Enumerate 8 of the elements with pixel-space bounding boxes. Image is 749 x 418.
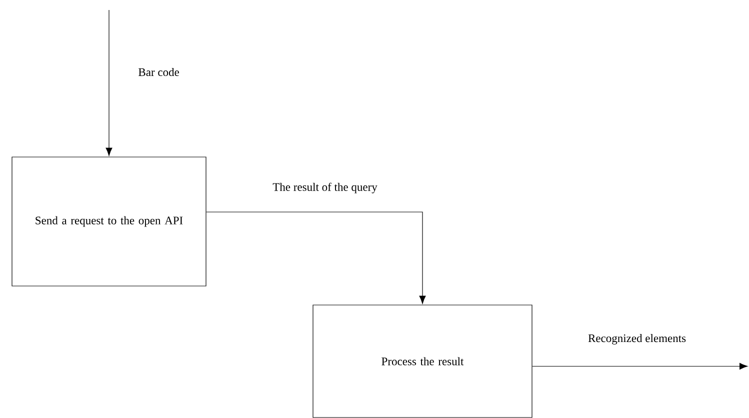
process-box: Process the result — [312, 304, 532, 418]
arrow — [206, 212, 426, 304]
arrow — [106, 10, 112, 156]
edge-label: The result of the query — [272, 182, 378, 194]
edge-label: Recognized elements — [588, 334, 686, 344]
process-box: Send a request to the open API — [12, 156, 206, 286]
edge-label: Bar code — [138, 68, 179, 76]
arrow — [532, 362, 748, 370]
